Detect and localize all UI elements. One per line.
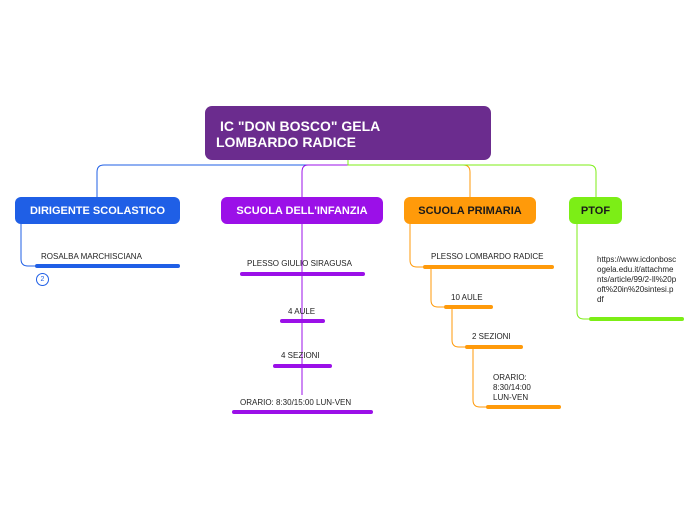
root-node[interactable]: IC "DON BOSCO" GELA LOMBARDO RADICE xyxy=(205,106,491,160)
node-label: PLESSO LOMBARDO RADICE xyxy=(431,252,544,261)
link-primaria-2 xyxy=(430,267,445,308)
node-ptof-link[interactable]: https://www.icdonboscogela.edu.it/attach… xyxy=(597,255,677,305)
node-10-aule[interactable]: 10 AULE xyxy=(451,293,483,303)
node-label: 4 AULE xyxy=(288,307,316,316)
node-label: PTOF xyxy=(580,204,611,217)
underline-bar xyxy=(444,305,493,309)
underline-bar xyxy=(232,410,373,414)
node-orario-primaria[interactable]: ORARIO: 8:30/14:00 LUN-VEN xyxy=(493,373,551,403)
node-label: SCUOLA PRIMARIA xyxy=(418,204,522,217)
node-scuola-infanzia[interactable]: SCUOLA DELL'INFANZIA xyxy=(221,197,383,224)
node-label: ROSALBA MARCHISCIANA xyxy=(41,252,142,261)
collapsed-count-badge[interactable]: 2 xyxy=(36,273,49,286)
node-label: SCUOLA DELL'INFANZIA xyxy=(236,204,368,217)
link-primaria-1 xyxy=(409,224,424,268)
node-label: 10 AULE xyxy=(451,293,483,302)
underline-bar xyxy=(465,345,523,349)
underline-bar xyxy=(35,264,180,268)
node-ptof[interactable]: PTOF xyxy=(569,197,622,224)
node-plesso-giulio-siragusa[interactable]: PLESSO GIULIO SIRAGUSA xyxy=(247,259,352,269)
underline-bar xyxy=(280,319,325,323)
node-label: ORARIO: 8:30/14:00 LUN-VEN xyxy=(493,373,531,402)
link-root-primaria xyxy=(347,160,471,197)
ptof-url-link[interactable]: https://www.icdonboscogela.edu.it/attach… xyxy=(597,255,677,304)
node-4-aule[interactable]: 4 AULE xyxy=(288,307,315,317)
node-label: 4 SEZIONI xyxy=(281,351,320,360)
underline-bar xyxy=(589,317,684,321)
underline-bar xyxy=(273,364,332,368)
link-dirigente-child xyxy=(20,223,36,267)
link-root-dirigente xyxy=(96,160,349,197)
node-plesso-lombardo-radice[interactable]: PLESSO LOMBARDO RADICE xyxy=(431,252,543,262)
node-label: ORARIO: 8:30/15:00 LUN-VEN xyxy=(240,398,352,407)
link-root-ptof xyxy=(347,160,597,197)
link-primaria-4 xyxy=(472,347,487,408)
underline-bar xyxy=(423,265,554,269)
node-label: 2 SEZIONI xyxy=(472,332,511,341)
node-scuola-primaria[interactable]: SCUOLA PRIMARIA xyxy=(404,197,536,224)
node-orario-infanzia[interactable]: ORARIO: 8:30/15:00 LUN-VEN xyxy=(240,398,351,408)
root-title-line2: LOMBARDO RADICE xyxy=(216,134,356,150)
node-4-sezioni[interactable]: 4 SEZIONI xyxy=(281,351,320,361)
node-rosalba-marchisciana[interactable]: ROSALBA MARCHISCIANA xyxy=(41,252,142,262)
underline-bar xyxy=(240,272,365,276)
underline-bar xyxy=(486,405,561,409)
link-ptof-child xyxy=(576,223,590,320)
node-dirigente-scolastico[interactable]: DIRIGENTE SCOLASTICO xyxy=(15,197,180,224)
root-title-line1: IC "DON BOSCO" GELA xyxy=(220,118,381,134)
link-root-infanzia xyxy=(301,160,349,197)
node-2-sezioni[interactable]: 2 SEZIONI xyxy=(472,332,511,342)
node-label: DIRIGENTE SCOLASTICO xyxy=(29,204,166,217)
link-primaria-3 xyxy=(451,307,466,348)
node-label: PLESSO GIULIO SIRAGUSA xyxy=(247,259,352,268)
